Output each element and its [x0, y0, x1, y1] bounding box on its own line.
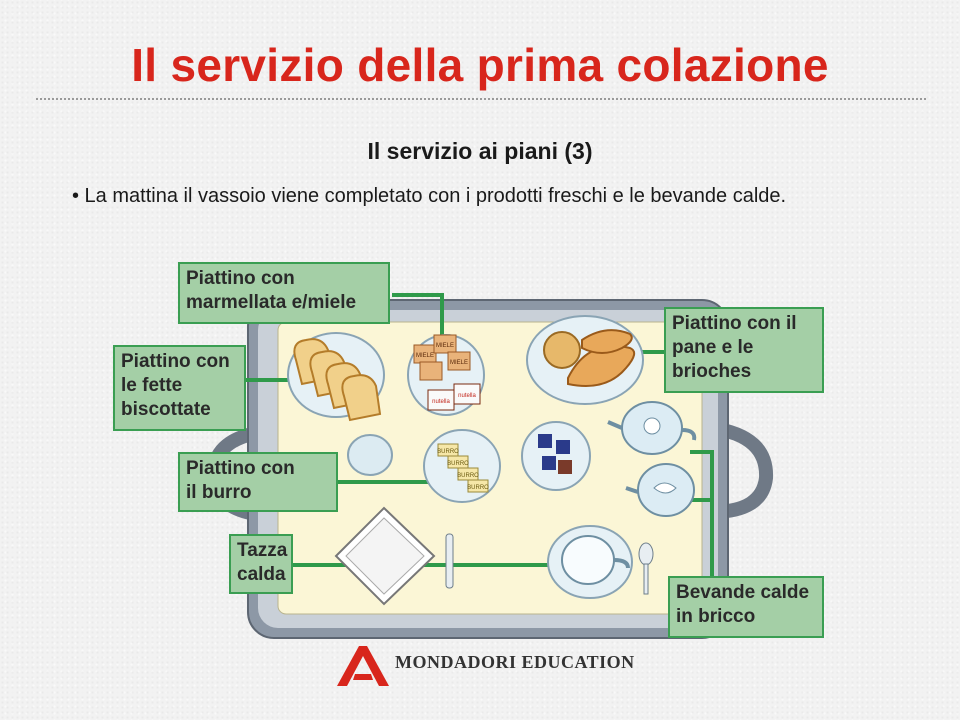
honey-packet-label: MIELE	[450, 360, 468, 366]
label-bevande-calde: Bevande calde in bricco	[668, 576, 824, 638]
butter-plate: BURRO BURRO BURRO BURRO	[423, 429, 501, 503]
label-marmellata-miele: Piattino con marmellata e/miele	[178, 262, 390, 324]
jam-plate	[521, 421, 591, 491]
knife	[445, 533, 454, 589]
slide-subtitle: Il servizio ai piani (3)	[367, 138, 593, 164]
bread-brioche-plate	[526, 315, 644, 405]
nutella-packet-label: nutella	[432, 399, 450, 405]
nutella-packet-label: nutella	[458, 393, 476, 399]
bullet-text: • La mattina il vassoio viene completato…	[72, 185, 787, 207]
jam-honey-plate: MIELE MIELE MIELE nutella nutella	[407, 334, 485, 416]
publisher-logo-icon	[337, 646, 389, 686]
tray-handle-right	[710, 421, 774, 519]
title-divider	[36, 98, 926, 100]
nutella-packets: nutella nutella	[427, 383, 481, 411]
cup-and-saucer	[547, 525, 633, 599]
butter-packet-label: BURRO	[447, 461, 469, 467]
rusk-plate	[287, 332, 385, 422]
label-tazza-calda: Tazza calda	[229, 534, 293, 594]
butter-packet-label: BURRO	[467, 485, 489, 491]
spoon	[638, 542, 654, 595]
butter-packet-label: BURRO	[437, 449, 459, 455]
milk-jug	[625, 463, 695, 517]
teapot-top	[607, 401, 697, 455]
butter-packet-label: BURRO	[457, 473, 479, 479]
label-pane-brioches: Piattino con il pane e le brioches	[664, 307, 824, 393]
honey-packets: MIELE MIELE MIELE	[413, 334, 471, 381]
napkin	[334, 506, 436, 606]
small-bowl	[347, 434, 393, 476]
publisher-name: MONDADORI EDUCATION	[395, 652, 635, 672]
honey-packet-label: MIELE	[416, 353, 434, 359]
label-fette-biscottate: Piattino con le fette biscottate	[113, 345, 246, 431]
label-burro: Piattino con il burro	[178, 452, 338, 512]
slide-title: Il servizio della prima colazione	[131, 39, 829, 91]
honey-packet-label: MIELE	[436, 343, 454, 349]
